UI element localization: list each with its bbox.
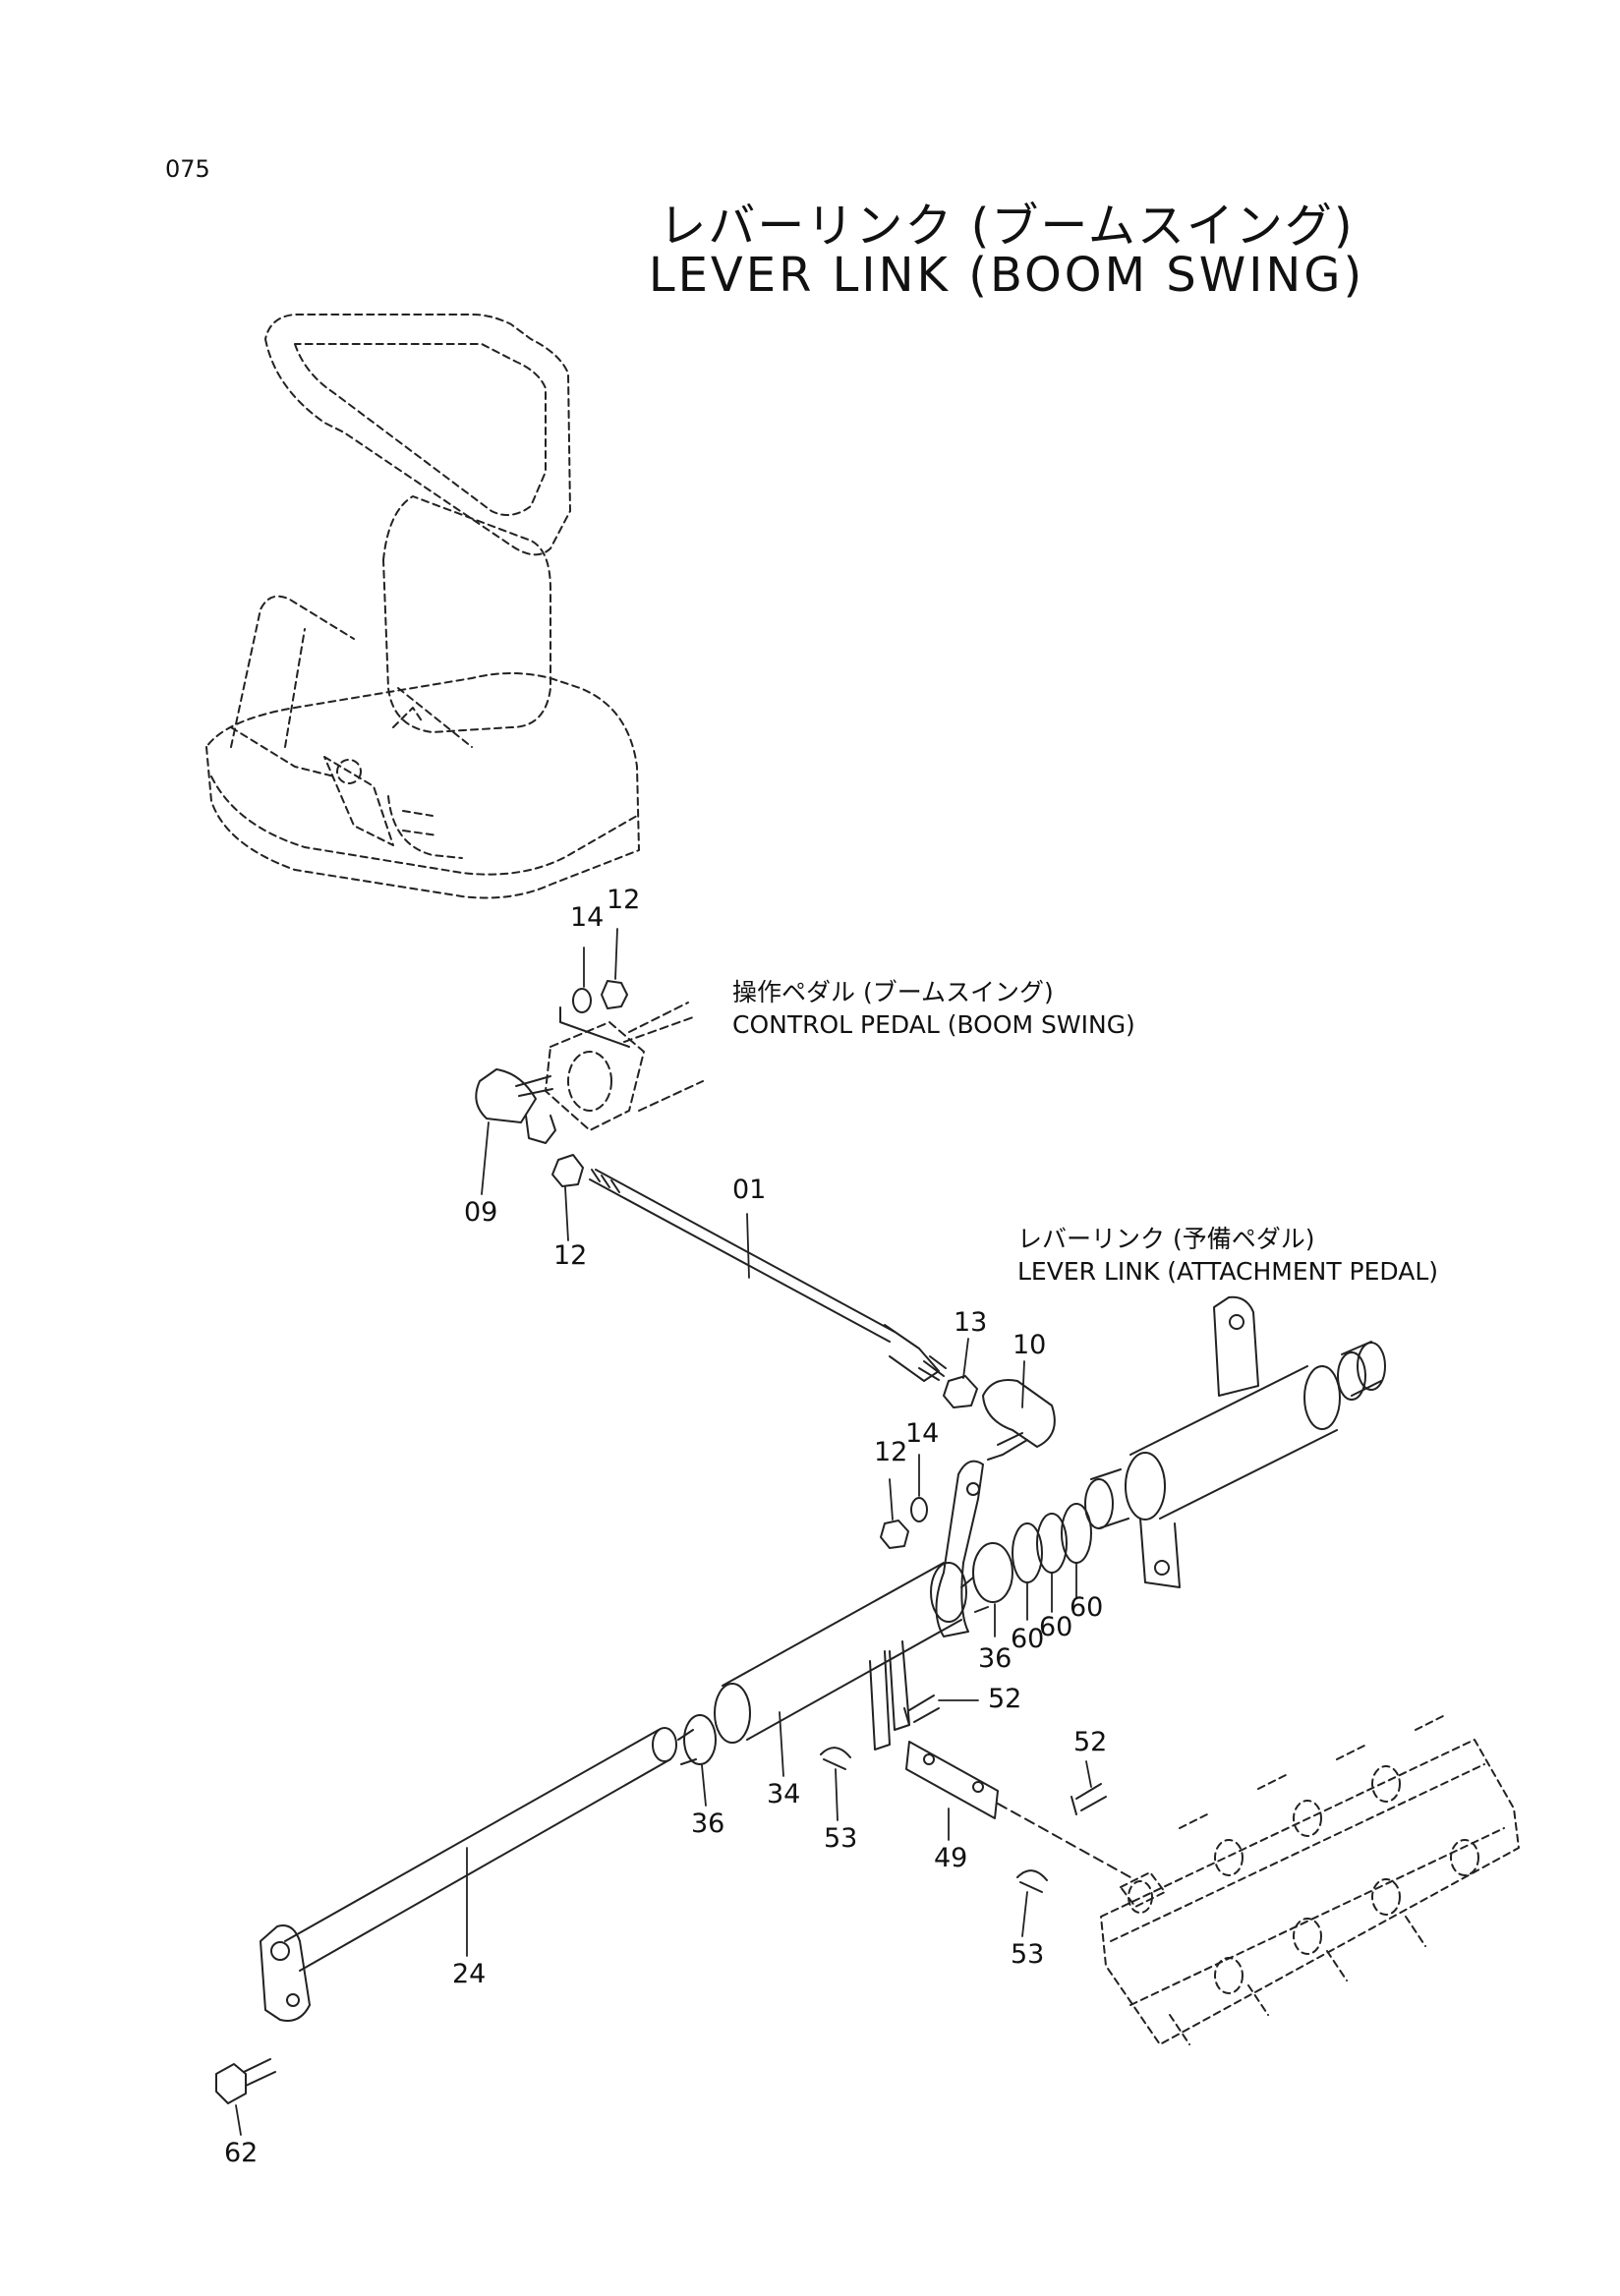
pin-52-b <box>1071 1784 1106 1814</box>
nut-12-mid <box>552 1155 583 1186</box>
callout-12: 12 <box>607 885 641 915</box>
bushing-36-upper <box>973 1543 1012 1602</box>
cotter-pin-53-a <box>821 1748 850 1769</box>
callout-09: 09 <box>464 1197 498 1228</box>
lever-bracket <box>937 1462 984 1636</box>
control-pedal-label-jp: 操作ペダル (ブームスイング) <box>732 978 1054 1006</box>
callout-49: 49 <box>934 1843 968 1873</box>
control-valve-block <box>1101 1715 1519 2044</box>
callout-53: 53 <box>1011 1939 1045 1970</box>
title-japanese: レバーリンク (ブームスイング) <box>659 199 1355 254</box>
nut-12-lower <box>881 1521 908 1548</box>
attachment-lever-link <box>1085 1297 1385 1587</box>
callout-14: 14 <box>570 902 605 933</box>
washer-14-top <box>573 989 591 1012</box>
threaded-rod-01 <box>590 1170 946 1381</box>
control-pedal-bracket <box>546 1003 703 1130</box>
nut-13 <box>944 1376 977 1407</box>
callout-01: 01 <box>732 1175 767 1205</box>
callout-60: 60 <box>1070 1592 1104 1623</box>
page-number: 075 <box>165 155 210 183</box>
tube-34 <box>715 1563 966 1750</box>
callout-12: 12 <box>874 1437 908 1467</box>
attachment-pedal-label-en: LEVER LINK (ATTACHMENT PEDAL) <box>1017 1257 1439 1286</box>
callout-52: 52 <box>1073 1727 1108 1757</box>
title-english: LEVER LINK (BOOM SWING) <box>648 248 1365 303</box>
rod-end-10 <box>983 1380 1055 1460</box>
callout-10: 10 <box>1012 1330 1047 1360</box>
callout-12: 12 <box>553 1240 588 1271</box>
control-pedal-label-en: CONTROL PEDAL (BOOM SWING) <box>732 1010 1135 1039</box>
guide-line-plate-valve <box>998 1804 1130 1877</box>
callout-60: 60 <box>1039 1612 1073 1642</box>
bushing-36-lower <box>684 1715 716 1764</box>
control-pedal-note: 操作ペダル (ブームスイング) CONTROL PEDAL (BOOM SWIN… <box>732 976 1135 1041</box>
attachment-pedal-label-jp: レバーリンク (予備ペダル) <box>1017 1225 1315 1253</box>
callout-34: 34 <box>767 1779 801 1809</box>
shaft-24 <box>260 1728 676 2021</box>
bolt-62 <box>216 2059 275 2103</box>
callout-14: 14 <box>905 1418 940 1449</box>
bushing-36-upper-side <box>961 1578 988 1612</box>
pedal-leader <box>560 1007 629 1047</box>
washer-14-lower <box>911 1498 927 1521</box>
plate-49 <box>906 1742 998 1818</box>
callout-36: 36 <box>691 1808 725 1839</box>
bushing-36-lower-side <box>678 1730 696 1764</box>
pin-52-a <box>904 1695 939 1725</box>
attachment-pedal-note: レバーリンク (予備ペダル) LEVER LINK (ATTACHMENT PE… <box>1017 1223 1438 1288</box>
operator-seat-illustration <box>206 315 639 898</box>
callout-53: 53 <box>824 1823 858 1854</box>
callout-13: 13 <box>954 1307 988 1338</box>
callout-60: 60 <box>1011 1624 1045 1654</box>
callout-leaders <box>236 929 1091 2135</box>
callout-52: 52 <box>988 1684 1022 1714</box>
callout-36: 36 <box>978 1643 1012 1674</box>
callout-62: 62 <box>224 2138 259 2168</box>
cotter-pin-53-b <box>1017 1870 1047 1892</box>
nut-12-top <box>602 981 627 1008</box>
rod-end-09 <box>476 1069 555 1143</box>
callout-24: 24 <box>452 1959 487 1989</box>
